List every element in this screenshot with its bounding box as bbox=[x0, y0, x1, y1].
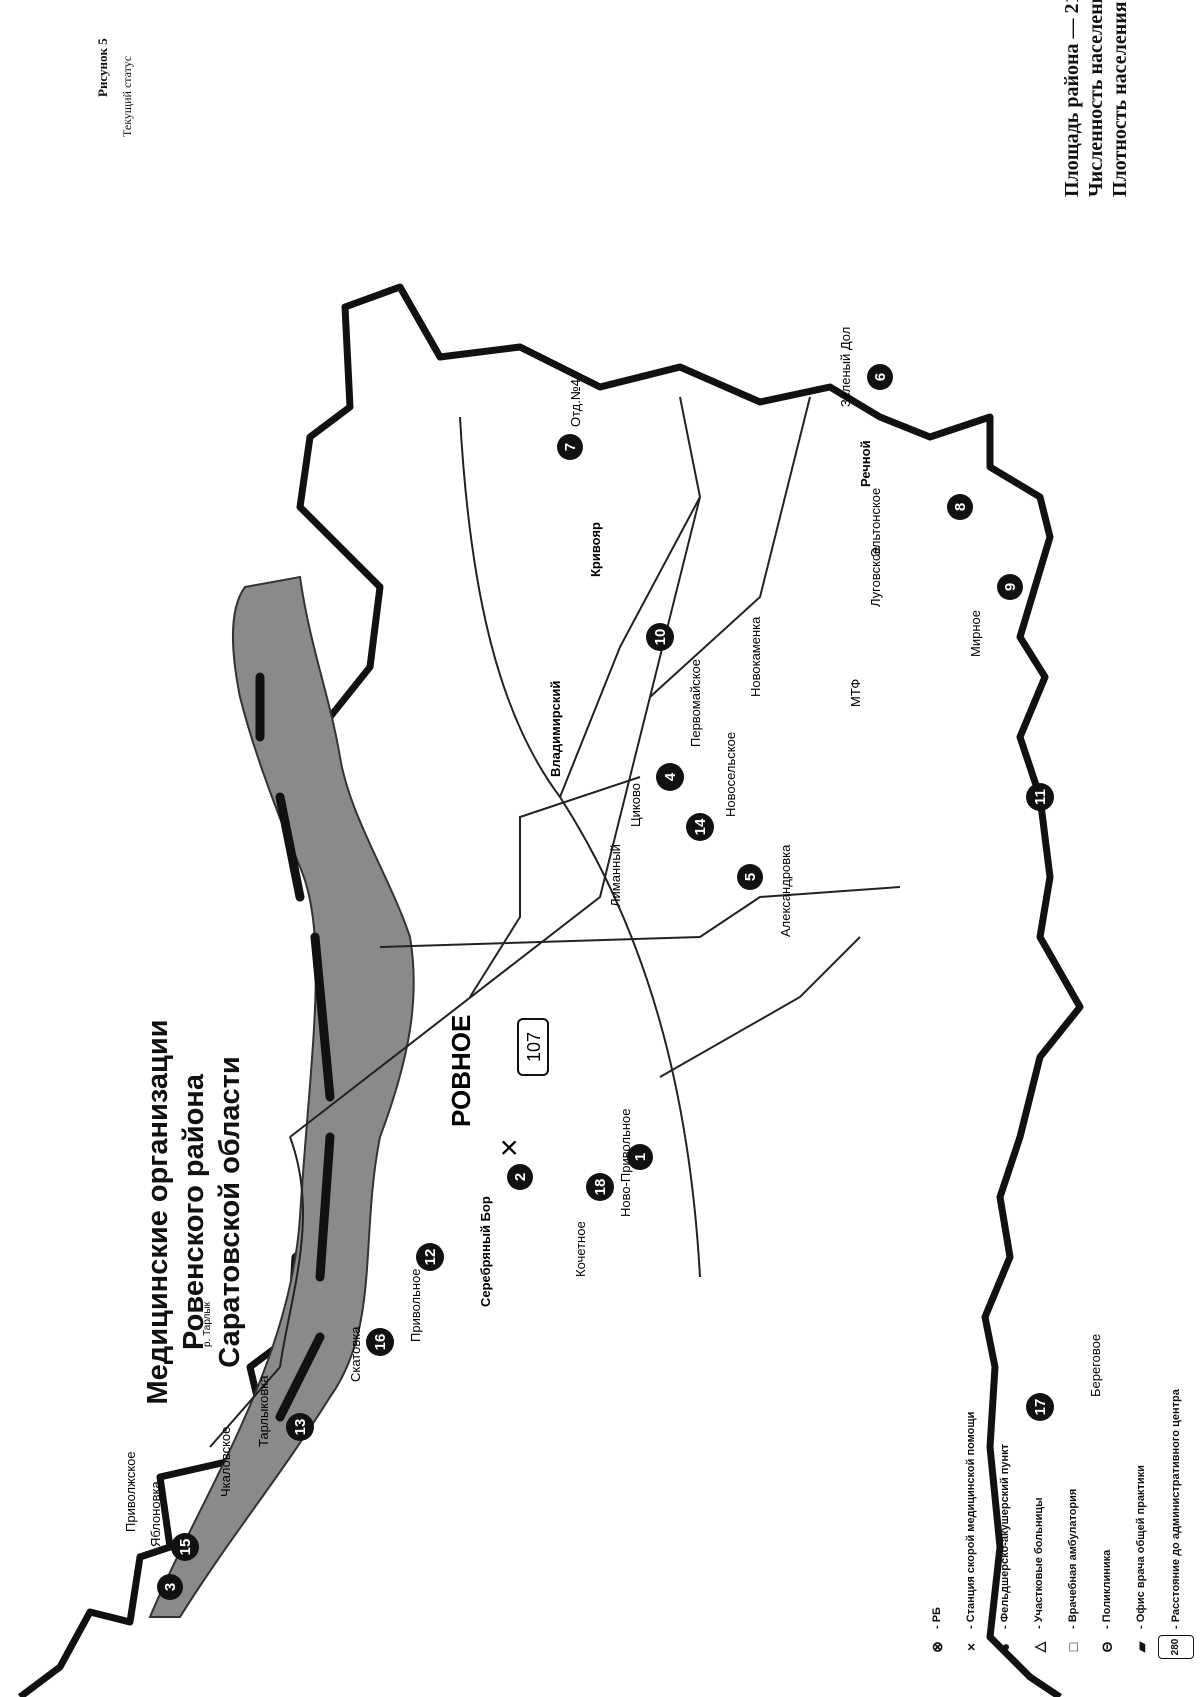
legend-item: × - Станция скорой медицинской помощи bbox=[954, 1389, 988, 1657]
settlement-label: Новокаменка bbox=[748, 616, 763, 697]
marker-label: 5 bbox=[742, 873, 759, 881]
marker-label: 12 bbox=[422, 1249, 439, 1266]
legend-item: ● - Фельдшерско-акушерский пункт bbox=[988, 1389, 1022, 1657]
settlement-label: Владимирский bbox=[548, 681, 563, 777]
marker-label: 18 bbox=[592, 1179, 609, 1196]
legend-item: □ - Врачебная амбулатория bbox=[1056, 1389, 1090, 1657]
settlement-label: Зеленый Дол bbox=[838, 327, 853, 407]
settlement-label: Речной bbox=[858, 440, 873, 487]
legend-label: - Врачебная амбулатория bbox=[1067, 1488, 1079, 1629]
distance-badge-icon: 280 bbox=[1158, 1634, 1194, 1660]
legend-label: - РБ bbox=[931, 1607, 943, 1629]
district-hospital-icon: △ bbox=[1031, 1641, 1047, 1653]
legend-item: ⊗ - РБ bbox=[920, 1389, 954, 1657]
settlement-label: Первомайское bbox=[688, 659, 703, 747]
legend-item: 280 - Расстояние до административного цен… bbox=[1158, 1389, 1194, 1660]
stat-area: Площадь района — 2145,00 кв.км bbox=[1061, 0, 1083, 197]
marker-label: 6 bbox=[872, 373, 889, 381]
settlement-label: Мирное bbox=[968, 610, 983, 657]
figure-subtitle: Текущий статус bbox=[120, 55, 134, 137]
gp-office-icon: ▰ bbox=[1133, 1641, 1149, 1653]
legend-distance-badge: 280 bbox=[1158, 1634, 1194, 1660]
marker-label: 16 bbox=[372, 1334, 389, 1351]
settlement-label: Новосельское bbox=[723, 732, 738, 817]
river-volga bbox=[148, 575, 415, 1618]
settlement-label: Привольное bbox=[408, 1268, 423, 1342]
settlement-label: Александровка bbox=[778, 844, 793, 937]
feldsher-point-icon: ● bbox=[997, 1642, 1013, 1652]
distance-badge bbox=[517, 1018, 549, 1076]
rb-icon: ⊗ bbox=[929, 1641, 945, 1653]
settlement-label: Ново-Привольное bbox=[618, 1109, 633, 1217]
legend-label: - Расстояние до административного центра bbox=[1170, 1389, 1182, 1629]
settlement-label: Яблоновка bbox=[148, 1481, 163, 1548]
settlement-label: Отд.№4 bbox=[568, 379, 583, 427]
outpatient-clinic-icon: □ bbox=[1065, 1642, 1081, 1652]
district-stats: Площадь района — 2145,00 кв.км Численнос… bbox=[1060, 0, 1132, 197]
ambulance-station-marker: × bbox=[491, 1138, 527, 1157]
settlement-label: Тарлыковка bbox=[256, 1375, 271, 1447]
legend-label: - Фельдшерско-акушерский пункт bbox=[999, 1443, 1011, 1629]
map-title: Медицинские организации Ровенского район… bbox=[142, 1019, 246, 1405]
legend-label: - Станция скорой медицинской помощи bbox=[965, 1411, 977, 1629]
settlement-labels: Приволжское Яблоновка Чкаловское Тарлыко… bbox=[123, 327, 1103, 1547]
marker-label: 11 bbox=[1032, 789, 1049, 805]
legend-label: - Офис врача общей практики bbox=[1135, 1465, 1147, 1629]
legend-item: △ - Участковые больницы bbox=[1022, 1389, 1056, 1657]
marker-label: 9 bbox=[1002, 583, 1019, 591]
marker-label: 1 bbox=[632, 1153, 649, 1161]
map-legend: ⊗ - РБ × - Станция скорой медицинской помо… bbox=[920, 1389, 1194, 1660]
center-label: РОВНОЕ bbox=[446, 1015, 476, 1127]
settlement-label: Кривояр bbox=[588, 522, 603, 577]
marker-label: 2 bbox=[512, 1173, 529, 1181]
polyclinic-icon: Θ bbox=[1099, 1641, 1115, 1653]
road-network bbox=[209, 396, 901, 1448]
settlement-label: Береговое bbox=[1088, 1334, 1103, 1397]
facility-markers: 1 2 3 4 5 6 7 8 9 10 11 12 13 14 15 16 1… bbox=[157, 364, 1054, 1600]
marker-label: 3 bbox=[162, 1583, 179, 1591]
legend-item: Θ - Поликлиника bbox=[1090, 1389, 1124, 1657]
settlement-label: Скатовка bbox=[348, 1326, 363, 1382]
marker-label: 4 bbox=[662, 772, 679, 781]
settlement-label: МТФ bbox=[848, 679, 863, 707]
settlement-label: Приволжское bbox=[123, 1451, 138, 1532]
river-embankment bbox=[255, 672, 335, 1422]
marker-label: 8 bbox=[952, 503, 969, 511]
stat-population: Численность населения — 16 073 чел. bbox=[1085, 0, 1107, 197]
settlement-label: Кочетное bbox=[573, 1221, 588, 1277]
marker-label: 13 bbox=[292, 1419, 309, 1436]
figure-label: Рисунок 5 bbox=[95, 38, 110, 97]
settlement-label: Чкаловское bbox=[218, 1427, 233, 1497]
settlement-label: Серебряный Бор bbox=[478, 1196, 493, 1307]
legend-label: - Поликлиника bbox=[1101, 1549, 1113, 1629]
marker-label: 15 bbox=[177, 1539, 194, 1556]
ambulance-station-icon: × bbox=[963, 1642, 979, 1652]
settlement-label: Циково bbox=[628, 783, 643, 827]
settlement-label: Эльтонское bbox=[868, 488, 883, 557]
stat-density: Плотность населения — 7,5 чел./кв.км bbox=[1109, 0, 1131, 197]
legend-item: ▰ - Офис врача общей практики bbox=[1124, 1389, 1158, 1657]
distance-badge-text: 107 bbox=[524, 1032, 544, 1062]
settlement-label: Луговское bbox=[868, 547, 883, 607]
marker-label: 10 bbox=[652, 629, 669, 646]
settlement-label: Лиманный bbox=[608, 844, 623, 907]
marker-label: 7 bbox=[562, 443, 579, 451]
legend-label: - Участковые больницы bbox=[1033, 1497, 1045, 1629]
marker-label: 17 bbox=[1032, 1399, 1049, 1416]
marker-label: 14 bbox=[692, 818, 709, 835]
river-label: р. Тарлык bbox=[202, 1301, 213, 1347]
